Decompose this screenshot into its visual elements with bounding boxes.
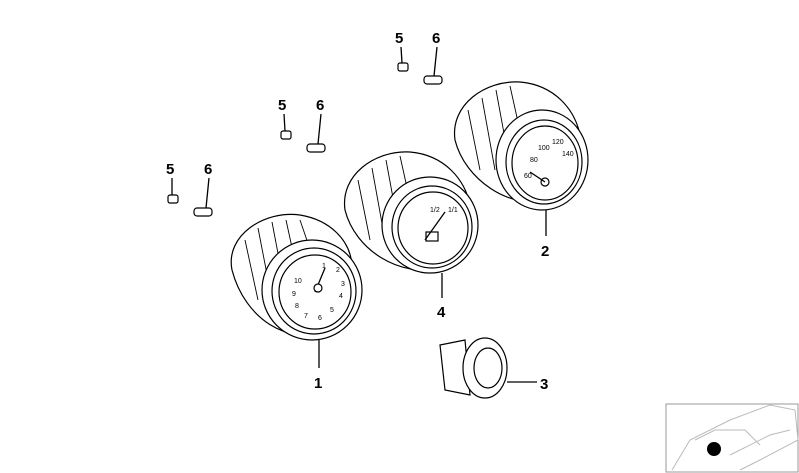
- svg-text:1/2: 1/2: [430, 207, 440, 214]
- gauge-2-dial-labels: 60 80 100 120 140: [524, 139, 574, 180]
- svg-text:9: 9: [292, 291, 296, 298]
- callout-5: 5: [395, 30, 403, 47]
- svg-text:120: 120: [552, 139, 564, 146]
- gauge-4[interactable]: [343, 151, 479, 274]
- leader-lines: [171, 46, 547, 383]
- bulb-holders[interactable]: [167, 62, 443, 217]
- svg-text:2: 2: [336, 267, 340, 274]
- gauge-1[interactable]: [230, 213, 363, 341]
- callout-3: 3: [540, 376, 548, 393]
- callouts: 5 6 5 6 5 6 1 4 2 3: [166, 30, 549, 393]
- svg-text:10: 10: [294, 278, 302, 285]
- svg-text:100: 100: [538, 145, 550, 152]
- svg-text:60: 60: [524, 173, 532, 180]
- callout-5: 5: [166, 161, 174, 178]
- gauge-1-dial-labels: 1 2 3 4 5 6 7 8 9 10: [292, 263, 345, 322]
- svg-text:8: 8: [295, 303, 299, 310]
- bulb-socket-3[interactable]: [439, 337, 508, 399]
- svg-text:1/1: 1/1: [448, 207, 458, 214]
- gauge-4-dial-labels: 1/2 1/1: [430, 207, 458, 214]
- svg-text:5: 5: [330, 307, 334, 314]
- svg-text:80: 80: [530, 157, 538, 164]
- callout-6: 6: [204, 161, 212, 178]
- svg-text:6: 6: [318, 315, 322, 322]
- callout-6: 6: [432, 30, 440, 47]
- callout-2: 2: [541, 243, 549, 260]
- vehicle-thumbnail[interactable]: [665, 403, 799, 473]
- callout-4: 4: [437, 304, 446, 321]
- svg-text:3: 3: [341, 281, 345, 288]
- gauge-2[interactable]: [453, 81, 589, 211]
- svg-text:1: 1: [322, 263, 326, 270]
- callout-1: 1: [314, 375, 322, 392]
- callout-6: 6: [316, 97, 324, 114]
- location-marker: [707, 442, 721, 456]
- svg-text:7: 7: [304, 313, 308, 320]
- svg-text:4: 4: [339, 293, 343, 300]
- svg-text:140: 140: [562, 151, 574, 158]
- callout-5: 5: [278, 97, 286, 114]
